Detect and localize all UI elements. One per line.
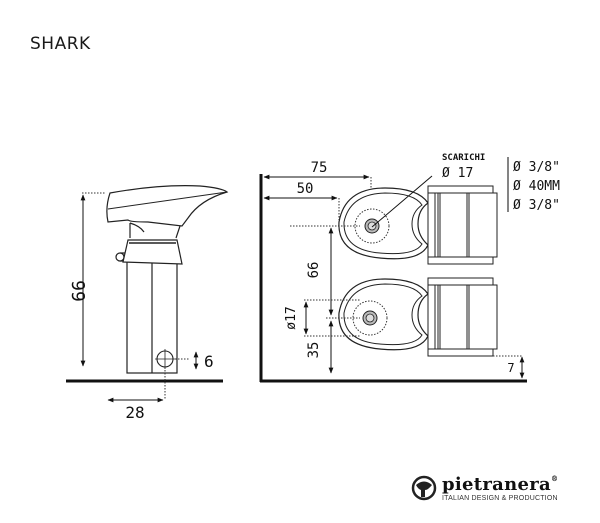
hole-offset-dimension: 6 bbox=[204, 352, 214, 371]
dim-50: 50 bbox=[297, 181, 314, 197]
width-dimension: 28 bbox=[125, 403, 144, 422]
brand-name: pietranera bbox=[442, 474, 552, 495]
dim-66: 66 bbox=[306, 262, 322, 279]
brand-registered: ® bbox=[551, 474, 559, 483]
drain-title: SCARICHI bbox=[442, 153, 485, 163]
connection-1: Ø 3/8" bbox=[513, 160, 560, 175]
dim-75: 75 bbox=[311, 160, 328, 176]
height-dimension: 99 bbox=[67, 280, 88, 302]
product-title: SHARK bbox=[30, 34, 91, 54]
dim-7: 7 bbox=[507, 361, 514, 375]
dim-diameter-17: ø17 bbox=[284, 306, 299, 329]
connection-3: Ø 3/8" bbox=[513, 198, 560, 213]
connection-2: Ø 40MM bbox=[513, 179, 560, 194]
brand-tagline: ITALIAN DESIGN & PRODUCTION bbox=[442, 495, 558, 502]
dim-35: 35 bbox=[306, 342, 322, 359]
drain-diameter: Ø 17 bbox=[442, 166, 473, 181]
brand-logo-icon bbox=[411, 475, 437, 501]
top-view: 75 50 6 bbox=[259, 153, 560, 383]
side-view: 99 6 28 bbox=[66, 185, 229, 422]
